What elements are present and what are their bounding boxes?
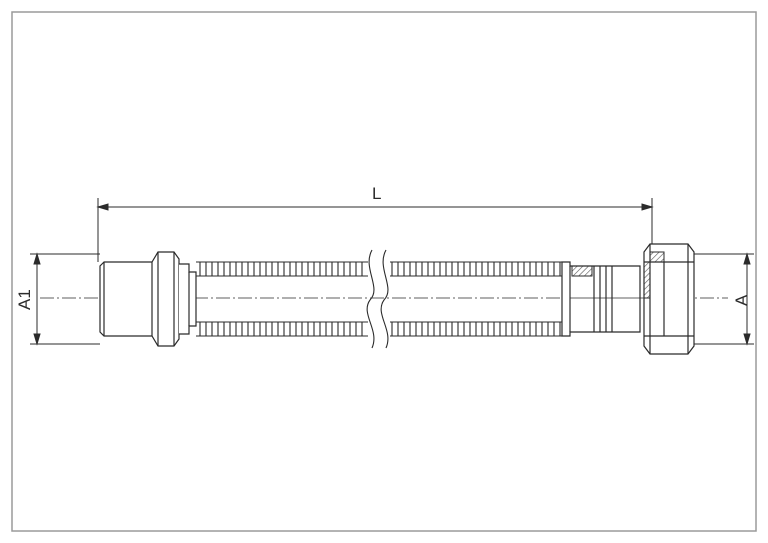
dimension-l: [96, 198, 654, 262]
corrugated-hose-left: [196, 261, 368, 337]
male-threaded-fitting: [99, 251, 197, 347]
hose-ribs-left: [199, 262, 363, 336]
swivel-nut-fitting: [561, 243, 695, 355]
nut-section-hatch: [649, 251, 665, 263]
dimension-a: [690, 252, 754, 346]
drawing-frame: [11, 11, 757, 532]
gasket-section-hatch: [643, 261, 651, 299]
dimension-a1: [30, 252, 100, 346]
ferrule-section-hatch: [571, 265, 593, 277]
dimension-a-label: A: [732, 294, 751, 306]
dimension-a1-label: A1: [15, 289, 34, 310]
dimension-l-label: L: [372, 184, 381, 203]
hose-ribs-right: [391, 262, 561, 336]
hose-break-lines: [366, 249, 389, 349]
